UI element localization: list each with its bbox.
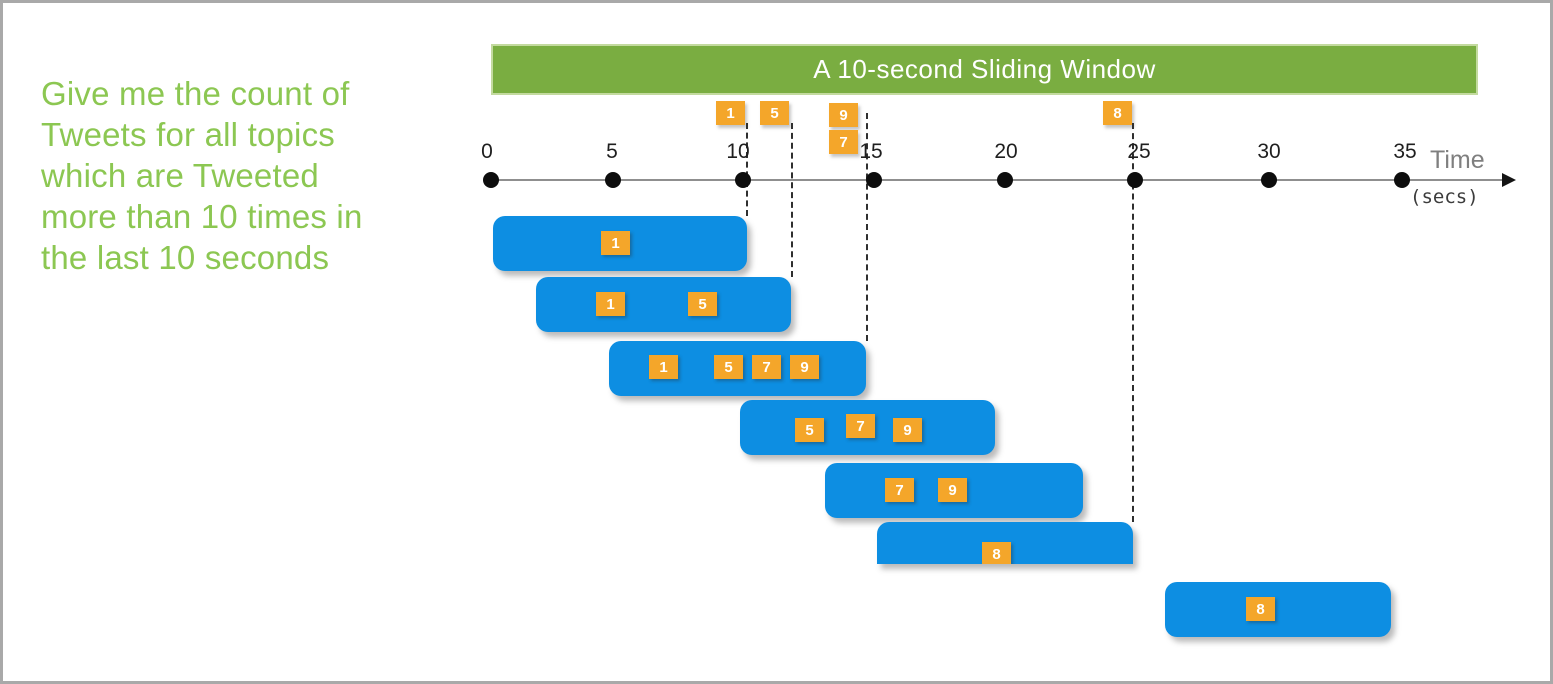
tweet-event-marker: 1: [649, 355, 678, 379]
banner-label: A 10-second Sliding Window: [813, 54, 1156, 84]
stream-event-marker: 5: [760, 101, 789, 125]
tick-label: 35: [1393, 140, 1417, 163]
axis-arrow-icon: [1502, 173, 1516, 187]
stream-event-marker: 8: [1103, 101, 1132, 125]
tweet-event-marker: 8: [1246, 597, 1275, 621]
tick-label: 30: [1257, 140, 1281, 163]
timeline-dot: [483, 172, 499, 188]
timeline-dot: [605, 172, 621, 188]
tweet-event-marker: 5: [688, 292, 717, 316]
stream-event-marker: 1: [716, 101, 745, 125]
tick-label: 10: [726, 140, 750, 163]
query-text: Give me the count of Tweets for all topi…: [41, 73, 363, 278]
tick-label: 25: [1127, 140, 1151, 163]
tweet-event-marker: 1: [596, 292, 625, 316]
timeline-dot: [1261, 172, 1277, 188]
stream-event-marker: 7: [829, 130, 858, 154]
tweet-event-marker: 5: [795, 418, 824, 442]
time-axis-unit-label: (secs): [1410, 186, 1479, 208]
sliding-window-bar: 5 7 9: [740, 400, 995, 455]
sliding-window-banner: A 10-second Sliding Window: [491, 44, 1478, 95]
tweet-event-marker: 5: [714, 355, 743, 379]
query-line: Tweets for all topics: [41, 116, 335, 153]
tick-label: 15: [859, 140, 883, 163]
tweet-event-marker: 7: [885, 478, 914, 502]
sliding-window-bar: 7 9: [825, 463, 1083, 518]
window-end-dashed-line: [866, 113, 868, 341]
query-line: Give me the count of: [41, 75, 350, 112]
query-line: the last 10 seconds: [41, 239, 330, 276]
tick-label: 20: [994, 140, 1018, 163]
sliding-window-bar: 1: [493, 216, 747, 271]
timeline-dot: [866, 172, 882, 188]
time-axis-label: Time: [1430, 146, 1485, 174]
timeline-dot: [997, 172, 1013, 188]
window-end-dashed-line: [791, 123, 793, 277]
tick-label: 5: [606, 140, 618, 163]
stream-event-marker: 9: [829, 103, 858, 127]
window-end-dashed-line: [746, 123, 748, 216]
tweet-event-marker: 7: [846, 414, 875, 438]
query-line: which are Tweeted: [41, 157, 319, 194]
sliding-window-bar: 1 5: [536, 277, 791, 332]
tweet-event-marker: 9: [893, 418, 922, 442]
timeline-dot: [1127, 172, 1143, 188]
tweet-event-marker: 7: [752, 355, 781, 379]
sliding-window-bar: 8: [1165, 582, 1391, 637]
tweet-event-marker: 9: [790, 355, 819, 379]
query-line: more than 10 times in: [41, 198, 363, 235]
tweet-event-marker: 1: [601, 231, 630, 255]
tweet-event-marker: 9: [938, 478, 967, 502]
timeline-dot: [1394, 172, 1410, 188]
timeline-dot: [735, 172, 751, 188]
window-end-dashed-line: [1132, 123, 1134, 522]
tick-label: 0: [481, 140, 493, 163]
sliding-window-bar: 1 5 7 9: [609, 341, 866, 396]
sliding-window-bar: 8: [877, 522, 1133, 564]
tweet-event-marker: 8: [982, 542, 1011, 564]
